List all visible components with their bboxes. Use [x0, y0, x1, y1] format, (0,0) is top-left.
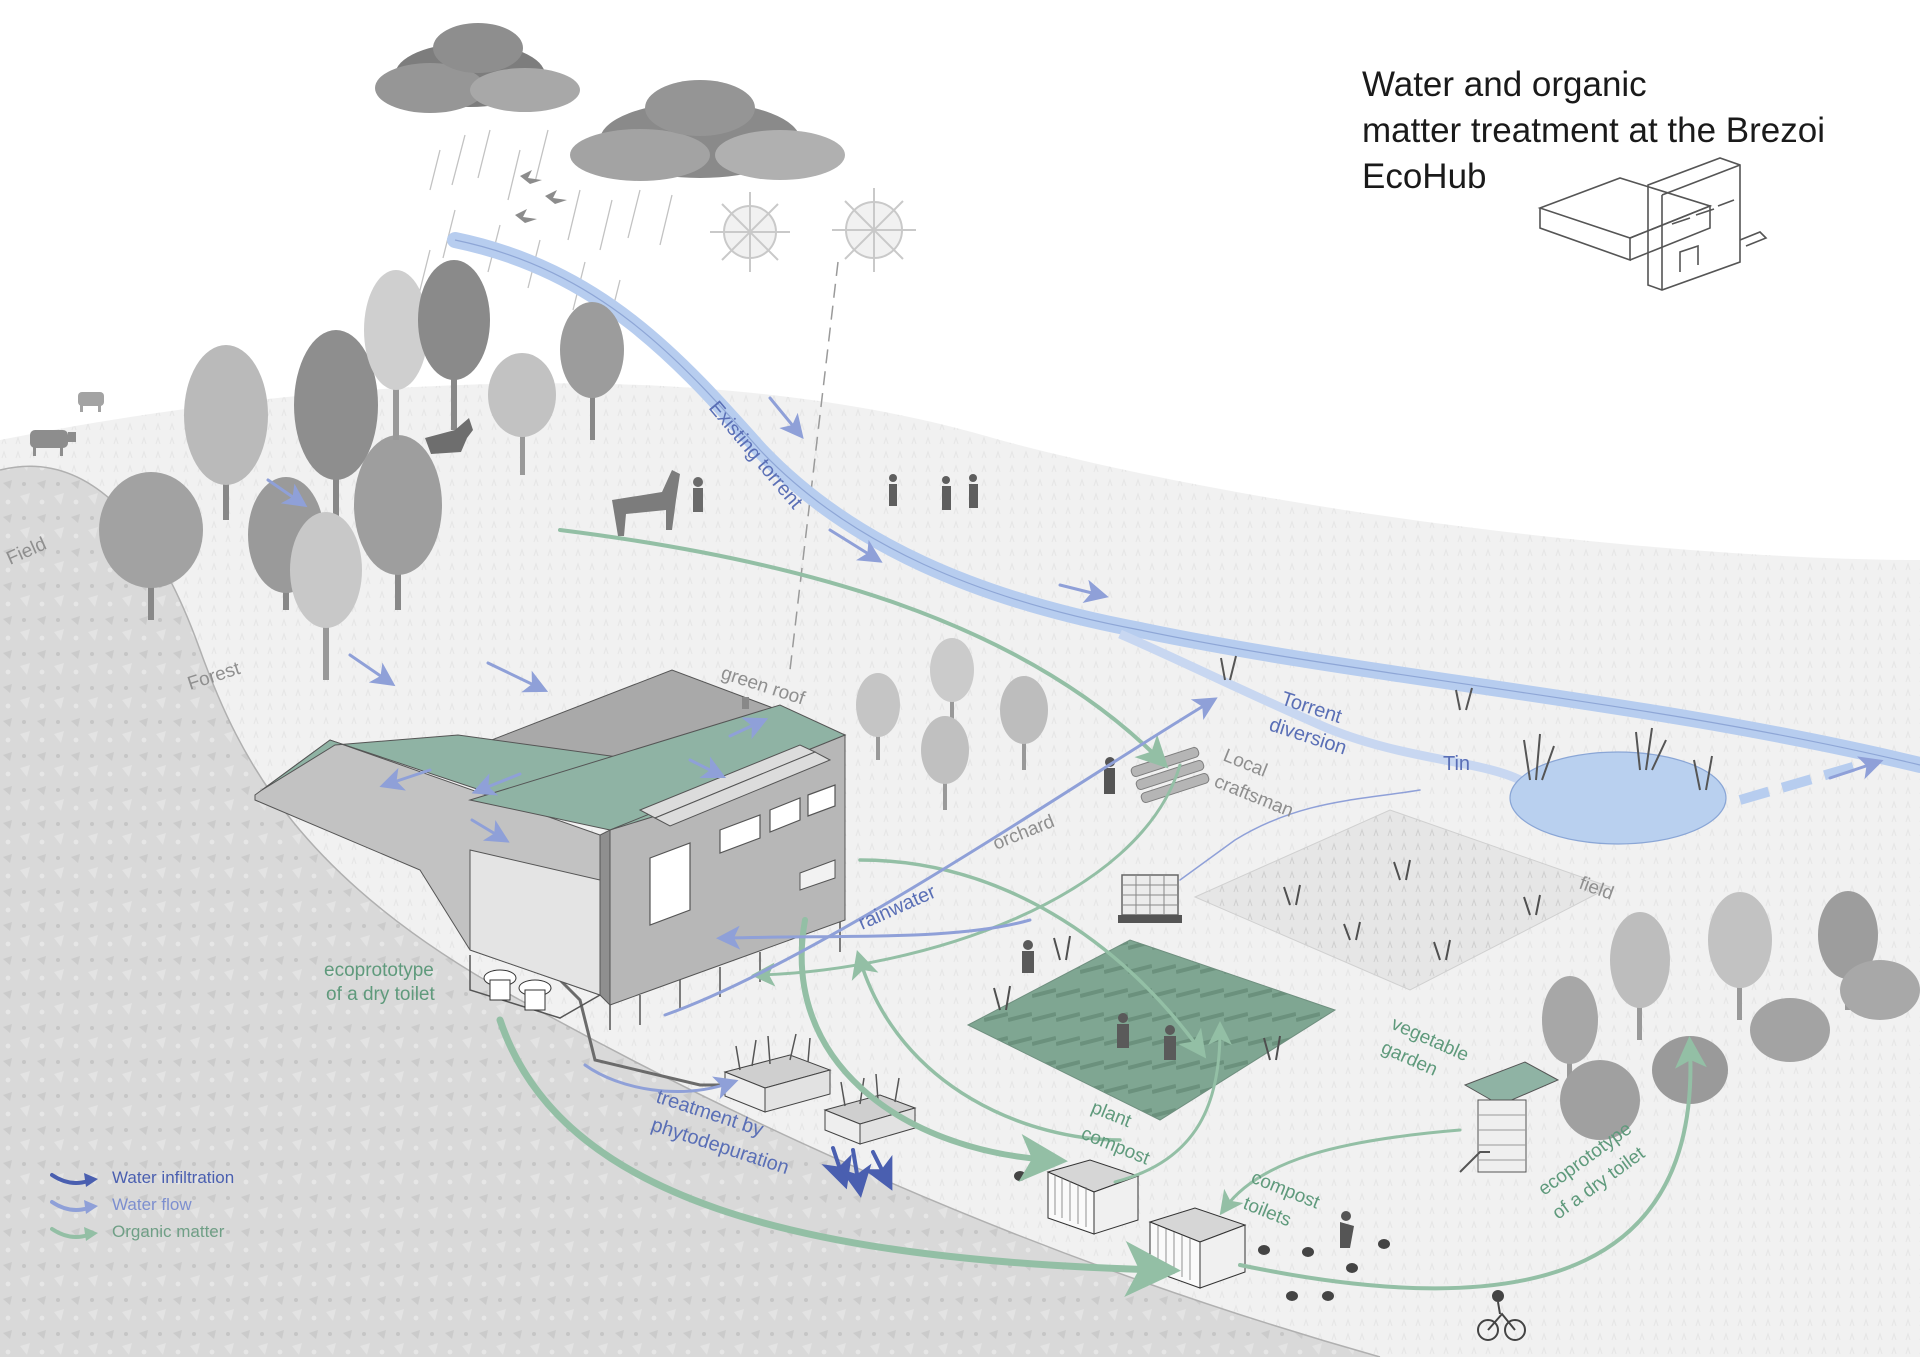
legend-label: Organic matter: [112, 1222, 225, 1241]
ecohub-building-icon: [1537, 157, 1768, 291]
dry-toilet-left-label: of a dry toilet: [326, 984, 435, 1005]
organic-matter-arrow-icon: [50, 1227, 98, 1241]
person-icon: [1340, 1211, 1354, 1248]
reed-icon: [993, 935, 1281, 1061]
diagram-title: Water and organic matter treatment at th…: [1362, 62, 1882, 200]
tree-icon: [364, 270, 428, 440]
person-icon: [693, 477, 703, 512]
gardener-icons: [1022, 940, 1176, 1060]
roof-flow: [471, 772, 522, 796]
water-infiltration-arrow-icon: [50, 1173, 98, 1187]
tank-feed-flow: [1179, 789, 1421, 881]
sun-icon: [832, 188, 916, 272]
rainwater-flow: [716, 918, 1032, 950]
tree-icon: [1000, 676, 1048, 770]
water-flow: [486, 661, 549, 693]
cloud-icon: [570, 80, 845, 181]
bird-icon: [515, 170, 567, 223]
cyclist-icon: [1477, 1290, 1526, 1341]
tree-icon: [354, 435, 442, 610]
cloud-icon: [375, 23, 580, 113]
legend-label: Water flow: [112, 1195, 192, 1214]
tree-icon: [184, 345, 268, 520]
sun-ray-line: [789, 261, 839, 671]
organic-flow: [1219, 1128, 1462, 1216]
organic-flow: [858, 858, 1207, 1059]
hedge-trees: [1542, 891, 1920, 1140]
water-flow: [348, 653, 396, 687]
hiker-icons: [889, 474, 978, 510]
tree-icon: [99, 472, 203, 620]
organic-flow: [496, 1016, 1181, 1298]
compost-box-icon: [1046, 1159, 1140, 1235]
water-tank-icon: [1118, 874, 1182, 923]
horse-icon: [612, 470, 680, 536]
fox-icon: [425, 418, 473, 454]
tree-icon: [1610, 912, 1670, 1040]
water-flow: [1058, 579, 1109, 604]
pond: [1509, 751, 1727, 845]
title-line: EcoHub: [1362, 157, 1487, 196]
orchard-trees: [856, 638, 1048, 810]
roof-flow: [379, 767, 432, 791]
field-plot: [1193, 809, 1612, 991]
roof-flow: [688, 756, 727, 779]
water-flow-arrow-icon: [50, 1200, 98, 1214]
tree-icon: [930, 638, 974, 730]
organic-flow: [1113, 1021, 1232, 1184]
water-flow: [583, 1063, 739, 1100]
water-infiltration: [839, 1148, 872, 1198]
tree-icon: [290, 512, 362, 680]
water-flow: [1828, 756, 1884, 780]
rainwater-flow: [663, 697, 1218, 1017]
tree-icon: [1708, 892, 1772, 1020]
vegetable-garden: [966, 939, 1337, 1121]
cow-icon: [78, 392, 104, 412]
title-line: Water and organic: [1362, 65, 1647, 104]
ecohub-building: [254, 669, 847, 1030]
title-line: matter treatment at the Brezoi: [1362, 111, 1825, 150]
tree-icon: [418, 260, 490, 430]
cow-icon: [30, 430, 76, 456]
sun-icon: [710, 192, 790, 272]
dry-toilet-hut-icon: [1459, 1061, 1560, 1173]
organic-flow: [798, 917, 1068, 1182]
tree-icon: [856, 673, 900, 760]
reed-icon: [1220, 655, 1713, 791]
tree-icon: [560, 302, 624, 440]
organic-flow: [558, 528, 1169, 769]
water-infiltration: [863, 1150, 893, 1191]
organic-flow: [1238, 1036, 1707, 1291]
tree-icon: [488, 353, 556, 475]
roof-flow: [470, 818, 510, 843]
legend-item-water-infiltration: Water infiltration: [50, 1166, 310, 1193]
dry-toilet-left-label: ecoprototype: [324, 960, 434, 981]
organic-flow: [751, 763, 1182, 987]
solar-panels: [638, 744, 832, 827]
water-flow: [266, 478, 308, 508]
toilet-icon: [483, 969, 552, 1011]
roof-flow: [728, 717, 769, 740]
legend-item-organic-matter: Organic matter: [50, 1220, 310, 1247]
water-flow: [828, 528, 883, 563]
legend: Water infiltration Water flow Organic ma…: [50, 1166, 310, 1247]
tree-icon: [294, 330, 378, 520]
forest-trees: [99, 260, 624, 680]
rock-slope: [0, 466, 1380, 1357]
pipe: [553, 973, 725, 1087]
torrent-diversion: [1118, 629, 1523, 785]
tin-label: Tin: [1443, 753, 1470, 775]
legend-label: Water infiltration: [112, 1168, 235, 1187]
organic-flow: [851, 949, 1122, 1142]
water-flow: [768, 396, 804, 439]
window-band: [649, 784, 836, 926]
reed-icon: [1283, 859, 1541, 961]
tree-icon: [921, 716, 969, 810]
legend-item-water-flow: Water flow: [50, 1193, 310, 1220]
